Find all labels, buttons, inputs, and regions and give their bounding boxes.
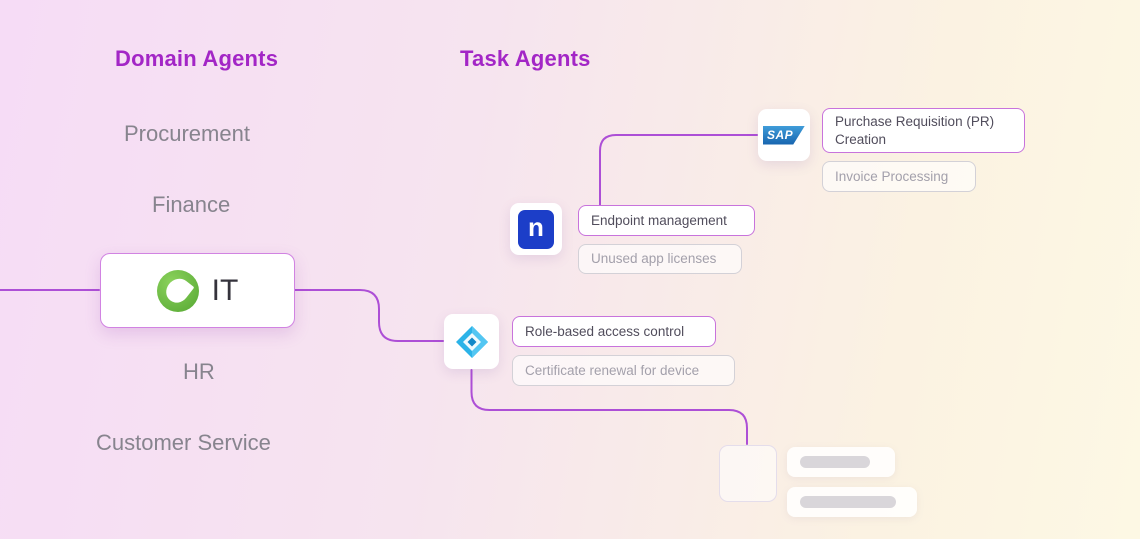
sap-icon: SAP	[763, 125, 805, 145]
placeholder-tile	[719, 445, 777, 502]
green-leaf-icon	[156, 269, 199, 312]
domain-item-procurement[interactable]: Procurement	[124, 121, 250, 146]
domain-agents-header: Domain Agents	[115, 46, 279, 71]
domain-item-it-label: IT	[211, 273, 239, 307]
azure-ad-icon	[455, 325, 488, 358]
placeholder-pill	[787, 487, 917, 517]
task-agents-header: Task Agents	[460, 46, 591, 71]
task-role-based-access-control[interactable]: Role-based access control	[512, 316, 716, 347]
task-unused-app-licenses[interactable]: Unused app licenses	[578, 244, 742, 274]
task-endpoint-management[interactable]: Endpoint management	[578, 205, 755, 236]
wire-down-to-placeholder	[470, 369, 748, 445]
wire-it-to-azure	[293, 289, 444, 342]
placeholder-pill	[787, 447, 895, 477]
domain-item-finance[interactable]: Finance	[152, 192, 231, 217]
sap-tile[interactable]: SAP	[758, 109, 810, 161]
task-invoice-processing[interactable]: Invoice Processing	[822, 161, 976, 192]
task-purchase-requisition-creation[interactable]: Purchase Requisition (PR) Creation	[822, 108, 1025, 154]
domain-item-hr[interactable]: HR	[183, 359, 215, 384]
placeholder-bar	[800, 496, 896, 508]
wire-up-to-sap	[599, 134, 758, 207]
task-certificate-renewal-for-device[interactable]: Certificate renewal for device	[512, 355, 735, 386]
ninjaone-icon: n	[518, 209, 554, 249]
placeholder-bar	[800, 456, 870, 468]
ninjaone-tile[interactable]: n	[510, 203, 562, 255]
domain-item-customer-service[interactable]: Customer Service	[96, 430, 271, 455]
domain-item-it-card[interactable]: IT	[100, 253, 295, 328]
azure-ad-tile[interactable]	[444, 314, 499, 369]
